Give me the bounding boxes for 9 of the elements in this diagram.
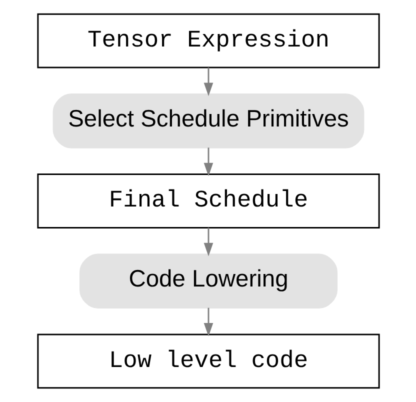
arrow (203, 308, 213, 336)
node-box: Low level code (36, 334, 380, 389)
node-box: Select Schedule Primitives (52, 93, 364, 148)
node-box: Code Lowering (78, 254, 338, 309)
node-box: Tensor Expression (36, 13, 380, 68)
arrow (203, 228, 213, 256)
arrow (203, 68, 213, 96)
arrow (203, 148, 213, 176)
node-box: Final Schedule (36, 174, 380, 228)
